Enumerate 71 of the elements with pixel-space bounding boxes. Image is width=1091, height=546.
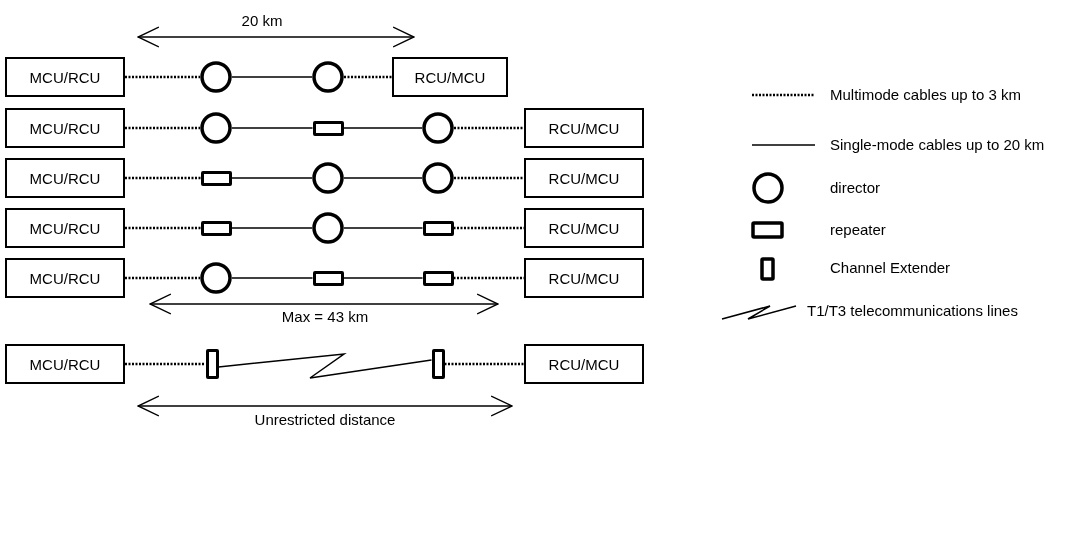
unit-box bbox=[392, 57, 508, 97]
director-circle bbox=[422, 112, 454, 144]
multimode-cable bbox=[344, 75, 392, 79]
extender-bar bbox=[431, 349, 445, 379]
unit-label: RCU/MCU bbox=[548, 269, 620, 287]
multimode-cable bbox=[125, 176, 201, 180]
director-circle bbox=[312, 61, 344, 93]
unit-label: MCU/RCU bbox=[29, 355, 101, 373]
extender-bar bbox=[205, 349, 219, 379]
unit-box bbox=[524, 208, 644, 248]
multimode-cable bbox=[125, 226, 201, 230]
legend-text: repeater bbox=[830, 221, 886, 238]
dimension-label: 20 km bbox=[241, 12, 283, 29]
unit-label: RCU/MCU bbox=[548, 119, 620, 137]
legend-text: Multimode cables up to 3 km bbox=[830, 86, 1021, 103]
unit-label: RCU/MCU bbox=[548, 169, 620, 187]
single-mode-cable bbox=[230, 177, 313, 179]
unit-label: MCU/RCU bbox=[29, 169, 101, 187]
single-mode-cable bbox=[231, 127, 314, 129]
multimode-cable bbox=[125, 126, 200, 130]
dimension-label: Max = 43 km bbox=[281, 308, 369, 325]
dimension-label: Unrestricted distance bbox=[254, 411, 396, 428]
unit-box bbox=[524, 258, 644, 298]
unit-label: RCU/MCU bbox=[548, 219, 620, 237]
unit-label: RCU/MCU bbox=[548, 355, 620, 373]
unit-box bbox=[524, 158, 644, 198]
unit-box bbox=[5, 57, 125, 97]
director-circle bbox=[200, 61, 232, 93]
director-circle bbox=[200, 112, 232, 144]
legend-text: Single-mode cables up to 20 km bbox=[830, 136, 1045, 153]
single-mode-cable bbox=[343, 177, 423, 179]
multimode-cable bbox=[125, 362, 206, 366]
unit-box bbox=[5, 258, 125, 298]
multimode-cable bbox=[453, 276, 524, 280]
director-circle bbox=[312, 212, 344, 244]
unit-label: MCU/RCU bbox=[29, 269, 101, 287]
repeater-box bbox=[422, 270, 454, 286]
single-mode-cable bbox=[342, 127, 423, 129]
unit-box bbox=[524, 344, 644, 384]
director-circle bbox=[200, 262, 232, 294]
single-mode-cable bbox=[231, 76, 313, 78]
director-circle bbox=[312, 162, 344, 194]
legend-text: director bbox=[830, 179, 881, 196]
unit-box bbox=[5, 158, 125, 198]
repeater-box bbox=[200, 170, 232, 186]
single-mode-cable bbox=[342, 277, 424, 279]
repeater-box bbox=[312, 270, 344, 286]
unit-box bbox=[524, 108, 644, 148]
repeater-box bbox=[200, 220, 232, 236]
unit-box bbox=[5, 344, 125, 384]
single-mode-cable bbox=[230, 227, 313, 229]
multimode-cable bbox=[444, 362, 524, 366]
legend-text: T1/T3 telecommunications lines bbox=[807, 302, 1018, 319]
legend-text: Channel Extender bbox=[830, 259, 951, 276]
single-mode-cable bbox=[343, 227, 424, 229]
single-mode-cable bbox=[231, 277, 314, 279]
unit-label: MCU/RCU bbox=[29, 119, 101, 137]
unit-label: MCU/RCU bbox=[29, 68, 101, 86]
multimode-cable bbox=[125, 276, 200, 280]
unit-label: MCU/RCU bbox=[29, 219, 101, 237]
multimode-cable bbox=[454, 176, 524, 180]
unit-box bbox=[5, 108, 125, 148]
multimode-cable bbox=[125, 75, 200, 79]
repeater-box bbox=[312, 120, 344, 136]
repeater-box bbox=[422, 220, 454, 236]
director-circle bbox=[422, 162, 454, 194]
unit-label: RCU/MCU bbox=[414, 68, 486, 86]
multimode-cable bbox=[453, 226, 524, 230]
unit-box bbox=[5, 208, 125, 248]
telecommunications-line bbox=[217, 352, 433, 379]
multimode-cable bbox=[454, 126, 524, 130]
